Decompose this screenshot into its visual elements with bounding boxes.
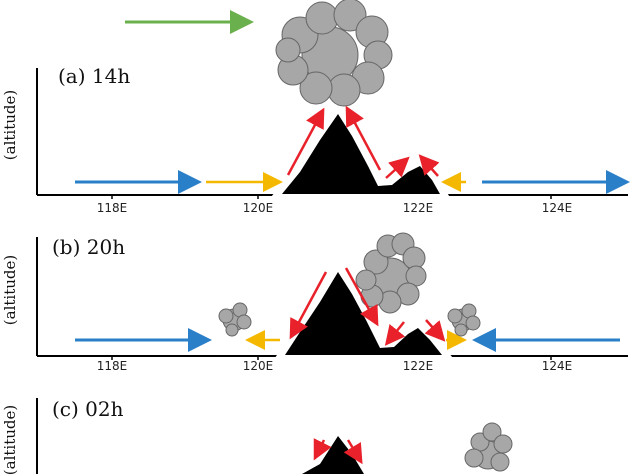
panel-b-label: (b) 20h: [52, 235, 125, 259]
panel-c-arrow-west: [313, 438, 332, 461]
panel-b-y-axis-label: (altitude): [1, 255, 19, 325]
panel-a-label: (a) 14h: [58, 64, 130, 88]
panel-a-cloud: [275, 0, 393, 107]
panel-b: (altitude) (b) 20h 118E 120E 122E 124E: [1, 232, 628, 373]
panel-b-downslope-arrow-east: [344, 267, 379, 327]
panel-b-downslope-arrow-small-west: [384, 321, 406, 346]
panel-a-tick-124e: 124E: [542, 201, 573, 215]
panel-a-upslope-arrow-west: [286, 107, 325, 176]
panel-a-upslope-arrow-small-west: [385, 156, 410, 179]
panel-b-downslope-arrow-west: [289, 271, 328, 340]
panel-a-tick-120e: 120E: [243, 201, 274, 215]
panel-c: (altitude) (c) 02h: [1, 397, 513, 474]
panel-b-downslope-arrow-small-east: [424, 319, 446, 342]
panel-c-terrain: [302, 436, 364, 474]
panel-c-cloud-east: [464, 422, 513, 472]
panel-b-tick-122e: 122E: [403, 359, 434, 373]
panel-a-y-axis-label: (altitude): [1, 90, 19, 160]
panel-a-upslope-arrow-east: [345, 105, 382, 171]
panel-c-y-axis-label: (altitude): [1, 405, 19, 474]
panel-b-cloud-main: [355, 232, 427, 314]
panel-b-terrain: [285, 272, 442, 355]
panel-a-terrain: [282, 114, 440, 194]
panel-b-cloud-east: [447, 303, 481, 337]
panel-c-arrow-east: [343, 439, 363, 465]
panel-a: (altitude) (a) 14h 118E 120E 122E 124E: [1, 0, 630, 215]
panel-b-tick-120e: 120E: [243, 359, 274, 373]
panel-c-label: (c) 02h: [52, 397, 124, 421]
panel-b-tick-118e: 118E: [97, 359, 128, 373]
panel-a-upslope-arrow-small-east: [418, 154, 440, 177]
panel-a-tick-118e: 118E: [97, 201, 128, 215]
panel-b-cloud-west: [218, 302, 252, 337]
panel-b-tick-124e: 124E: [542, 359, 573, 373]
panel-a-tick-122e: 122E: [403, 201, 434, 215]
